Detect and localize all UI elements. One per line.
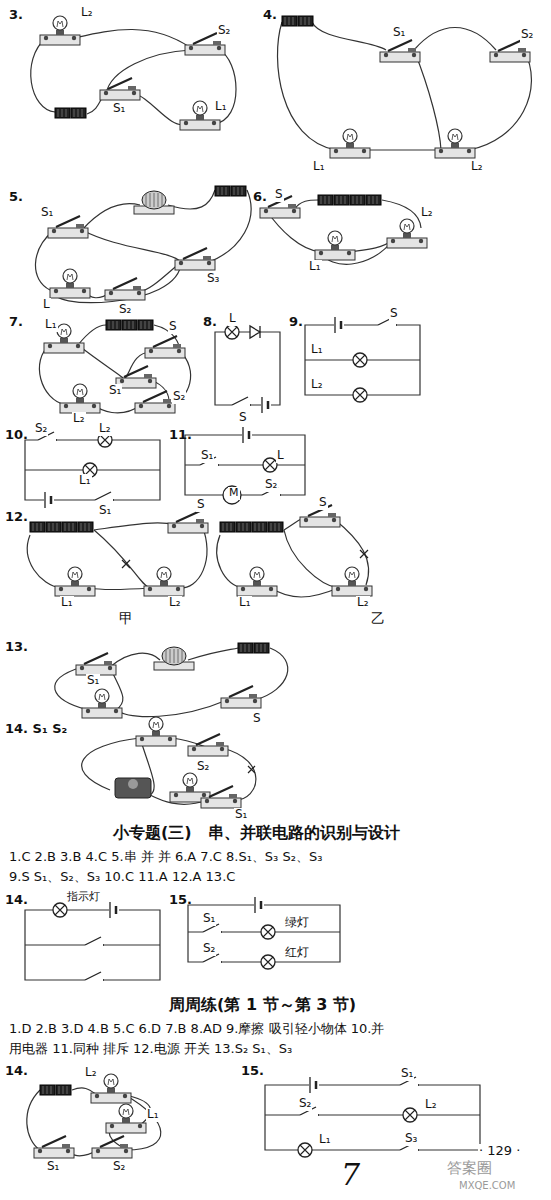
label-text: L₁ xyxy=(310,343,324,357)
label-text: L₂ xyxy=(424,1098,438,1112)
item-number: 3. xyxy=(8,8,24,23)
item-number: 6. xyxy=(252,190,268,205)
label-text: L₁ xyxy=(308,260,322,274)
label-text: L₂ xyxy=(72,412,86,426)
label-text: L xyxy=(42,298,51,312)
label-text: S₁ xyxy=(200,449,214,463)
label-text: 红灯 xyxy=(284,946,310,960)
label-text: L₂ xyxy=(356,596,370,610)
item-number: 10. xyxy=(4,428,29,443)
label-text: L₂ xyxy=(420,206,434,220)
label-text: S₂ xyxy=(118,303,132,317)
label-text: S xyxy=(252,712,262,726)
label-text: S₁ xyxy=(40,206,54,220)
item-number: 4. xyxy=(262,8,278,23)
label-text: S xyxy=(389,307,399,321)
item-number: 11. xyxy=(168,428,193,443)
label-text: 绿灯 xyxy=(284,916,310,930)
label-text: L₂ xyxy=(80,6,94,20)
label-text: L xyxy=(276,449,285,463)
label-text: S₂ xyxy=(112,1160,126,1174)
label-text: L₁ xyxy=(238,596,252,610)
label-text: 乙 xyxy=(370,610,386,626)
label-text: S₂ xyxy=(520,28,534,42)
label-text: L xyxy=(228,312,237,326)
label-text: L₂ xyxy=(310,378,324,392)
label-text: L₁ xyxy=(214,100,228,114)
label-text: 指示灯 xyxy=(66,891,101,904)
label-text: L₁ xyxy=(312,160,326,174)
item-number: 7. xyxy=(8,315,24,330)
label-text: S xyxy=(318,496,328,510)
label-text: S₁ xyxy=(86,674,100,688)
item-number: 周周练(第 1 节～第 3 节) xyxy=(168,996,357,1014)
label-text: L₂ xyxy=(168,596,182,610)
label-text: L₁ xyxy=(60,596,74,610)
label-text: L₂ xyxy=(98,422,112,436)
item-number: 12. xyxy=(4,510,29,525)
item-number: 14. xyxy=(4,893,29,908)
label-text: S₁ xyxy=(392,26,406,40)
item-number: 9. xyxy=(288,315,304,330)
label-text: 用电器 11.同种 排斥 12.电源 开关 13.S₂ S₁、S₃ xyxy=(8,1042,293,1057)
label-text: S xyxy=(238,411,248,425)
label-text: M xyxy=(228,487,240,500)
item-number: 8. xyxy=(202,315,218,330)
label-text: S₂ xyxy=(264,478,278,492)
label-text: S₃ xyxy=(206,272,220,286)
item-number: 13. xyxy=(4,640,29,655)
label-text: S₁ xyxy=(234,808,248,822)
label-text: 1.C 2.B 3.B 4.C 5.串 并 并 6.A 7.C 8.S₁、S₃ … xyxy=(8,850,323,865)
label-text: L₁ xyxy=(318,1133,332,1147)
label-text: S₁ xyxy=(400,1067,414,1081)
label-text: L₁ xyxy=(44,318,58,332)
label-text: S₁ xyxy=(98,504,112,518)
label-text: S₂ xyxy=(34,422,48,436)
label-text: S₃ xyxy=(404,1132,418,1146)
label-text: 7 xyxy=(340,1158,361,1193)
label-text: 答案圈 xyxy=(446,1160,493,1177)
label-text: S₁ xyxy=(108,384,122,398)
item-number: 15. xyxy=(240,1064,265,1079)
label-text: S₂ xyxy=(172,390,186,404)
item-number: 15. xyxy=(168,893,193,908)
label-text: 甲 xyxy=(118,610,134,626)
label-text: S₁ xyxy=(46,1160,60,1174)
label-text: 1.D 2.B 3.D 4.B 5.C 6.D 7.B 8.AD 9.摩擦 吸引… xyxy=(8,1022,385,1037)
label-text: S xyxy=(168,320,178,334)
label-text: L₁ xyxy=(78,474,92,488)
item-number: 小专题(三) 串、并联电路的识别与设计 xyxy=(112,824,401,842)
item-number: 5. xyxy=(8,190,24,205)
label-text: S₁ xyxy=(112,102,126,116)
item-number: 14. xyxy=(4,1064,29,1079)
label-text: MXQE.COM xyxy=(458,1180,516,1192)
label-text: S₂ xyxy=(196,760,210,774)
label-text: S₂ xyxy=(202,942,216,956)
label-text: L₂ xyxy=(84,1066,98,1080)
label-text: · 129 · xyxy=(478,1144,521,1159)
label-text: 9.S S₁、S₂、S₃ 10.C 11.A 12.A 13.C xyxy=(8,870,236,885)
label-text: L₂ xyxy=(470,160,484,174)
label-text: S₁ xyxy=(202,912,216,926)
label-text: S₂ xyxy=(298,1097,312,1111)
label-text: S xyxy=(196,498,206,512)
label-text: S xyxy=(274,188,284,202)
label-text: L₁ xyxy=(146,1108,160,1122)
label-text: S₂ xyxy=(217,24,231,38)
item-number: 14. S₁ S₂ xyxy=(4,722,68,737)
